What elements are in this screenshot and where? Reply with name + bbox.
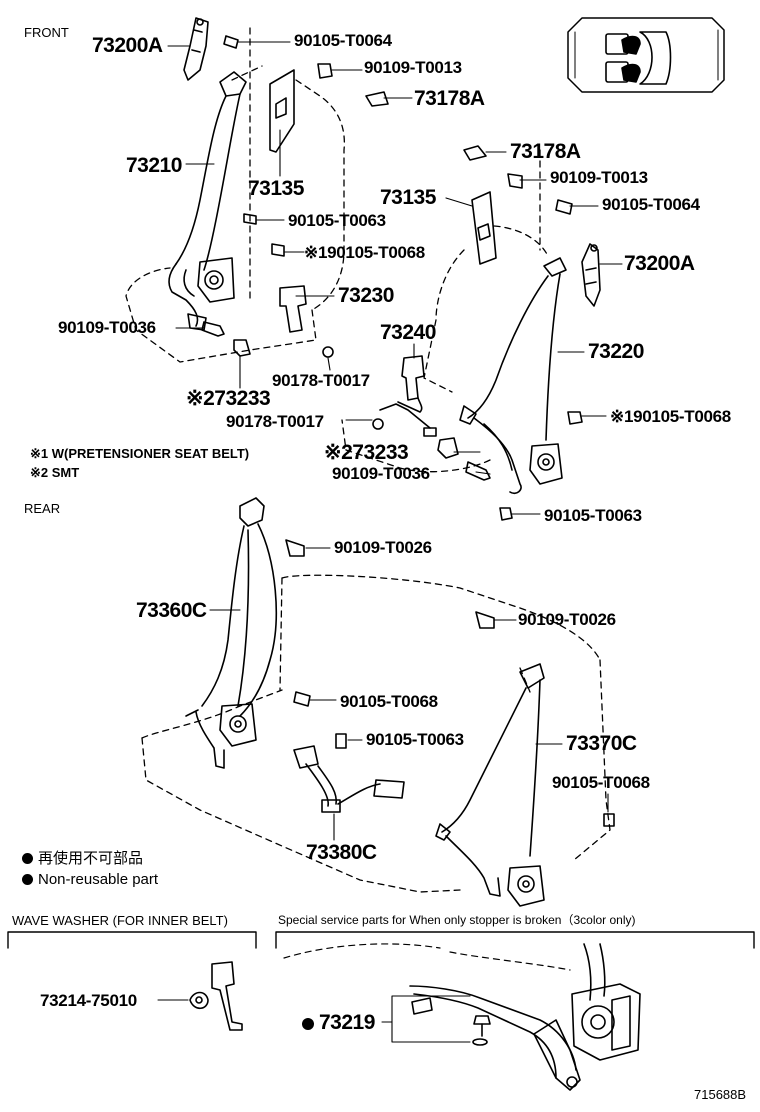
rear-section-label: REAR [24,501,61,516]
leader-lines [167,41,623,841]
rear-right-seatbelt [435,611,615,907]
diagram-number: 715688B [694,1087,747,1102]
part-number-73135-right[interactable]: 73135 [380,186,436,209]
part-number-73230[interactable]: 73230 [338,284,394,307]
part-number-90105-T0068-rear[interactable]: 90105-T0068 [340,692,438,711]
part-number-73214-75010[interactable]: 73214-75010 [40,991,137,1010]
note-smt: ※2 SMT [30,465,80,480]
legend-english-text: Non-reusable part [38,871,159,888]
part-number-73220[interactable]: 73220 [588,340,644,363]
part-number-90178-T0017-b[interactable]: 90178-T0017 [226,412,324,431]
part-number-90178-T0017-a[interactable]: 90178-T0017 [272,371,370,390]
front-seat-outline-right [341,149,549,473]
special-service-section-title: Special service parts for When only stop… [278,913,636,927]
part-number-90109-T0036-left[interactable]: 90109-T0036 [58,318,156,337]
part-number-73233-left[interactable]: ※273233 [186,387,271,410]
part-number-73219-text: 73219 [319,1011,375,1034]
legend-japanese: 再使用不可部品 [22,851,143,866]
part-number-73178A-right[interactable]: 73178A [510,140,581,163]
front-seat-outline-left [125,27,346,363]
part-number-90105-T0064-right[interactable]: 90105-T0064 [602,195,700,214]
legend-japanese-text: 再使用不可部品 [38,850,144,867]
part-number-90109-T0013-top[interactable]: 90109-T0013 [364,58,462,77]
part-number-73200A-left[interactable]: 73200A [92,34,163,57]
part-number-73135-left[interactable]: 73135 [248,177,304,200]
section-brackets [7,931,755,949]
part-number-73360C[interactable]: 73360C [136,599,207,622]
front-left-seatbelt [168,17,389,358]
wave-washer-parts [157,961,243,1031]
vehicle-icon [567,17,725,93]
non-reusable-dot-icon [22,853,33,864]
part-number-90105-T0063-right[interactable]: 90105-T0063 [544,506,642,525]
non-reusable-dot-icon [302,1018,314,1030]
part-number-90105-T0063-rear[interactable]: 90105-T0063 [366,730,464,749]
part-number-90105-T0068-right[interactable]: ※190105-T0068 [610,407,731,426]
wave-washer-section-title: WAVE WASHER (FOR INNER BELT) [12,913,228,928]
part-number-90105-T0063-left[interactable]: 90105-T0063 [288,211,386,230]
non-reusable-dot-icon [22,874,33,885]
part-number-73370C[interactable]: 73370C [566,732,637,755]
front-right-seatbelt [372,145,601,521]
front-section-label: FRONT [24,25,69,40]
part-number-73200A-right[interactable]: 73200A [624,252,695,275]
note-pretensioner: ※1 W(PRETENSIONER SEAT BELT) [30,446,250,461]
part-number-73240[interactable]: 73240 [380,321,436,344]
legend-english: Non-reusable part [22,872,158,887]
part-number-90109-T0026-a[interactable]: 90109-T0026 [334,538,432,557]
part-number-90105-T0068-rear2[interactable]: 90105-T0068 [552,773,650,792]
part-number-90109-T0026-b[interactable]: 90109-T0026 [518,610,616,629]
rear-left-seatbelt [185,497,405,813]
part-number-90109-T0013-right[interactable]: 90109-T0013 [550,168,648,187]
part-number-73210[interactable]: 73210 [126,154,182,177]
part-number-73233-right[interactable]: ※273233 [324,441,409,464]
part-number-90109-T0036-right[interactable]: 90109-T0036 [332,464,430,483]
part-number-90105-T0068-left[interactable]: ※190105-T0068 [304,243,425,262]
part-number-73219[interactable]: 73219 [302,1012,375,1033]
part-number-73380C[interactable]: 73380C [306,841,377,864]
part-number-90105-T0064-top[interactable]: 90105-T0064 [294,31,392,50]
stopper-parts [283,943,641,1091]
part-number-73178A-top[interactable]: 73178A [414,87,485,110]
